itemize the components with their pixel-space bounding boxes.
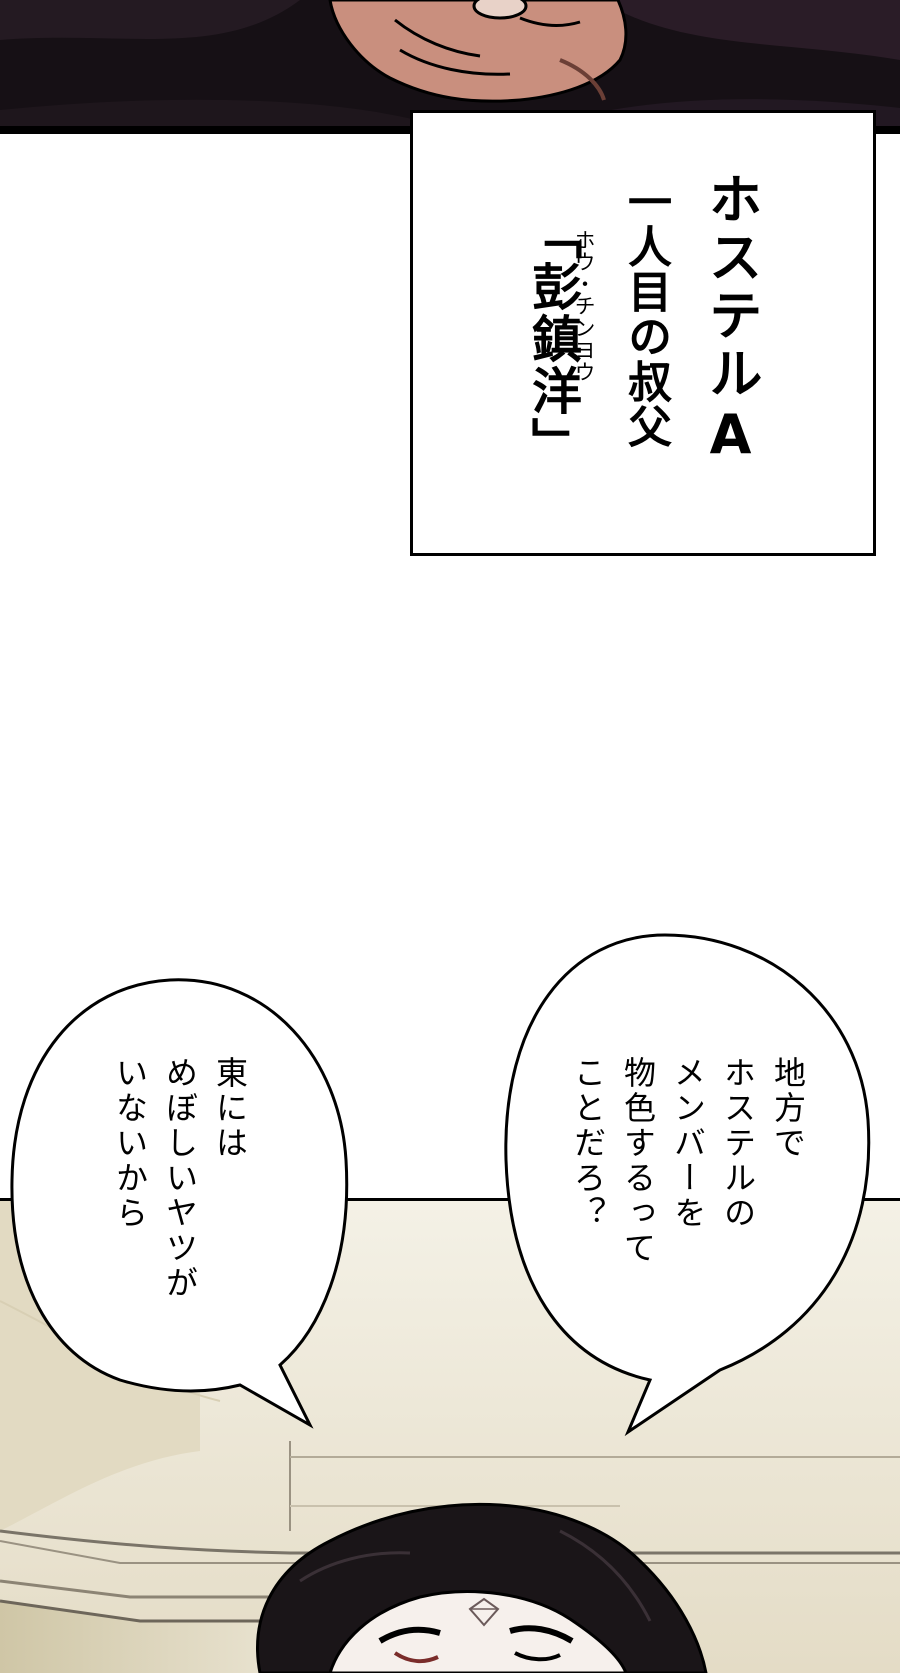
bubble-right-line-3: メンバーを [669,1056,707,1231]
bubble-left-line-3: いないから [111,1056,149,1231]
speech-bubble-right-text: 地方で ホステルの メンバーを 物色するって ことだろ？ [568,1056,808,1286]
caption-name: 「彭鎮洋」 [524,209,582,469]
top-manga-panel [0,0,900,134]
caption-name-ruby: ホウ・チンヨウ [572,229,596,383]
caption-box: ホステルA 一人目の叔父 ホウ・チンヨウ 「彭鎮洋」 [410,110,876,556]
caption-title: ホステルA [699,171,762,470]
bubble-right-line-4: 物色するって [619,1056,657,1266]
bubble-left-line-2: めぼしいヤツが [161,1056,199,1301]
caption-subtitle: 一人目の叔父 [620,179,671,449]
speech-bubble-left-text: 東には めぼしいヤツが いないから [110,1056,250,1316]
bubble-right-line-1: 地方で [769,1056,807,1161]
bubble-right-line-2: ホステルの [719,1056,757,1231]
bubble-right-line-5: ことだろ？ [569,1056,607,1231]
bubble-left-line-1: 東には [211,1056,249,1161]
